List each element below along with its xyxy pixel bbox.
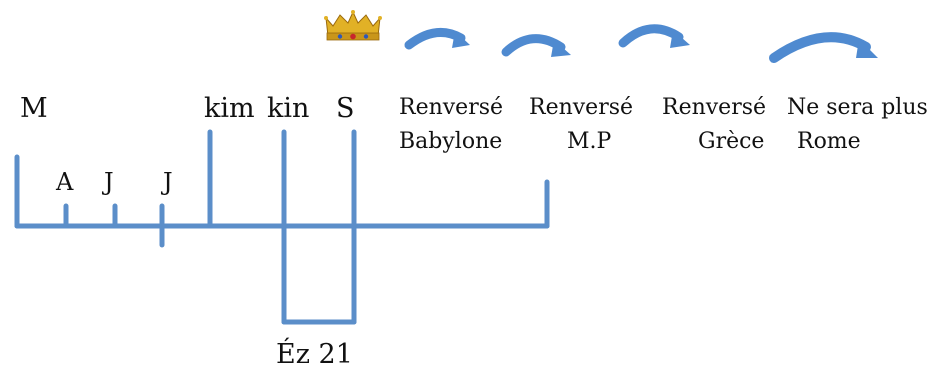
label-a: A: [56, 168, 74, 196]
label-j1: J: [104, 168, 114, 196]
label-kin: kin: [267, 93, 310, 124]
kingdom-rome-name: Rome: [797, 129, 861, 154]
arrow-head: [670, 30, 690, 48]
label-s: S: [336, 93, 355, 124]
crown-body: [325, 10, 381, 37]
kingdom-babylon-status: Renversé: [399, 95, 504, 120]
arrow-rome: [769, 32, 878, 63]
kingdom-medo-persia-status: Renversé: [529, 95, 634, 120]
crown-jewel-right: [363, 34, 369, 39]
arrow-head: [452, 31, 470, 48]
kingdom-greece-status: Renversé: [662, 95, 767, 120]
crown-jewel-left: [337, 34, 343, 39]
label-m: M: [20, 93, 48, 124]
arrow-babylon: [404, 27, 470, 50]
arrow-head: [856, 39, 878, 58]
arrow-greece: [618, 24, 690, 48]
kingdom-babylon-name: Babylone: [399, 129, 503, 154]
kingdom-rome-status: Ne sera plus: [787, 95, 928, 120]
arrow-head: [551, 40, 571, 57]
arrow-medo-persia: [501, 34, 571, 57]
crown-icon: [324, 10, 382, 41]
crown-tip-left: [324, 16, 328, 20]
crown-tip-right: [378, 16, 382, 20]
crown-jewel-center: [350, 33, 356, 40]
label-kim: kim: [204, 93, 255, 124]
curved-arrow-icon: [769, 32, 871, 63]
curved-arrow-icon: [618, 24, 684, 48]
kingdom-greece-name: Grèce: [698, 129, 765, 154]
timeline-lines: [14, 129, 550, 325]
label-j2: J: [163, 168, 173, 196]
crown-tip-center: [351, 10, 355, 14]
label-ez21: Éz 21: [276, 339, 353, 370]
kingdom-medo-persia-name: M.P: [567, 129, 612, 154]
